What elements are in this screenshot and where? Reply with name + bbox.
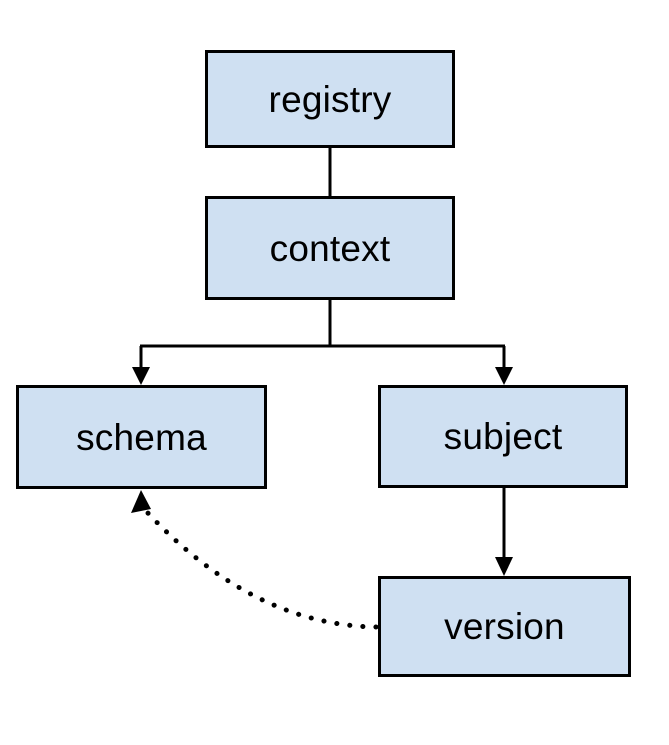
node-context-label: context (269, 227, 391, 269)
edge-version-to-schema (131, 490, 379, 630)
node-subject-label: subject (443, 416, 563, 457)
node-schema[interactable]: schema (16, 385, 267, 489)
node-schema-label: schema (76, 416, 207, 458)
node-registry[interactable]: registry (205, 50, 455, 148)
edge-subject-to-version (495, 488, 513, 576)
node-registry-label: registry (268, 78, 392, 120)
node-subject[interactable]: subject (378, 385, 628, 488)
node-version[interactable]: version (378, 576, 631, 677)
arrowhead-context-to-subject (495, 367, 513, 385)
arrowhead-context-to-schema (132, 367, 150, 385)
node-version-label: version (444, 606, 565, 647)
edge-context-to-children (139, 300, 506, 371)
node-context[interactable]: context (205, 196, 455, 300)
